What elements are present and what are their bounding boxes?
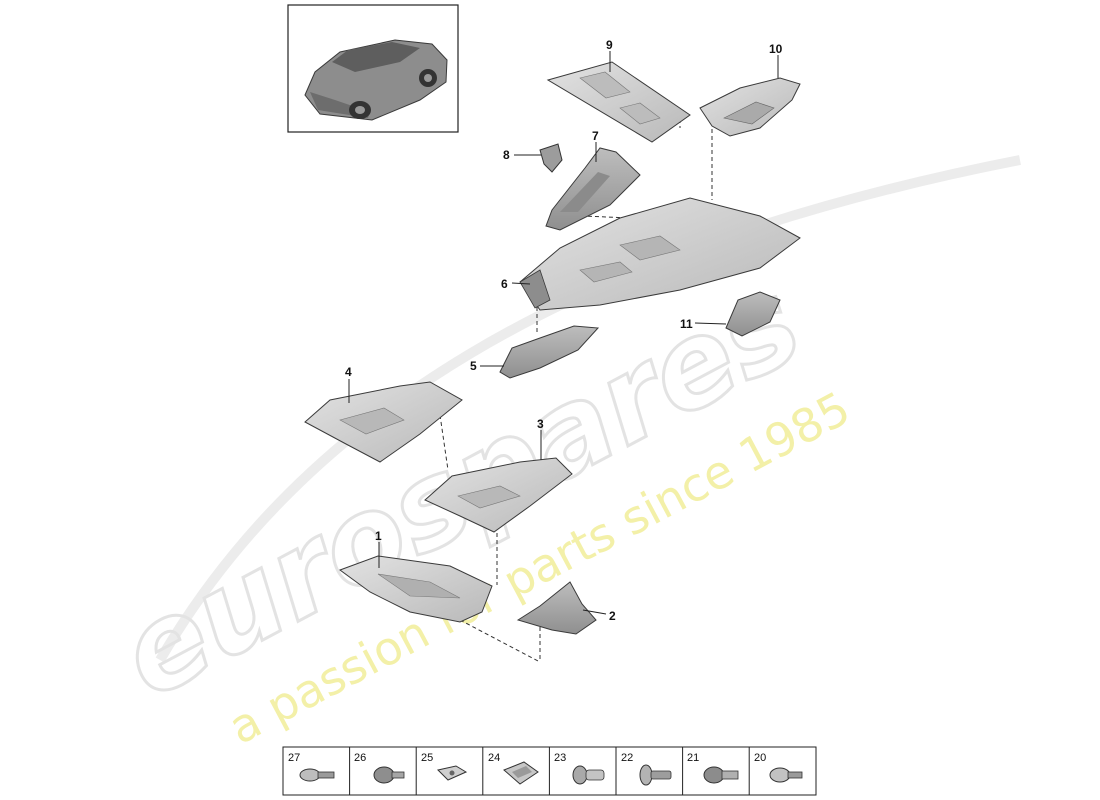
part-3-front-underbody-panel[interactable] — [424, 457, 573, 533]
fastener-25[interactable]: 25 — [421, 752, 468, 781]
fastener-strip: 27 26 25 24 — [282, 746, 817, 796]
vehicle-preview[interactable] — [287, 4, 459, 133]
fastener-26-label: 26 — [354, 752, 366, 764]
fastener-21-label: 21 — [687, 752, 699, 764]
part-5-center-panel[interactable] — [499, 325, 600, 379]
callout-9[interactable]: 9 — [606, 38, 613, 52]
callout-10[interactable]: 10 — [769, 42, 783, 56]
screw-icon — [299, 768, 335, 782]
callout-4[interactable]: 4 — [345, 365, 352, 379]
push-rivet-icon — [639, 764, 672, 786]
fastener-25-label: 25 — [421, 752, 433, 764]
part-4-engine-underbody-panel[interactable] — [304, 381, 463, 463]
part-11-side-cover[interactable] — [725, 291, 781, 337]
part-7-tunnel-trim[interactable] — [545, 147, 641, 231]
fastener-26[interactable]: 26 — [354, 752, 405, 784]
callout-3[interactable]: 3 — [537, 417, 544, 431]
fastener-24-label: 24 — [488, 752, 500, 764]
fastener-20-label: 20 — [754, 752, 766, 764]
callout-7[interactable]: 7 — [592, 129, 599, 143]
fastener-21[interactable]: 21 — [687, 752, 739, 784]
clip-nut-icon — [503, 761, 539, 785]
part-8-bracket[interactable] — [539, 143, 563, 173]
flange-bolt-icon — [703, 766, 739, 784]
fastener-20[interactable]: 20 — [754, 752, 803, 783]
part-10-side-underbody-panel[interactable] — [699, 77, 801, 137]
fastener-23-label: 23 — [554, 752, 566, 764]
fastener-23[interactable]: 23 — [554, 752, 605, 785]
watermark-swoosh — [155, 155, 1021, 663]
fastener-27-label: 27 — [288, 752, 300, 764]
part-9-rear-underbody-panel[interactable] — [546, 61, 691, 143]
bolt-icon — [373, 766, 405, 784]
part-1-underbody-panel[interactable] — [338, 555, 493, 623]
callout-5[interactable]: 5 — [470, 359, 477, 373]
part-2-bracket-panel[interactable] — [516, 581, 597, 635]
fastener-22[interactable]: 22 — [621, 752, 672, 786]
expansion-rivet-icon — [572, 765, 605, 785]
part-6-main-underbody-panel[interactable] — [519, 197, 801, 311]
washer-screw-icon — [769, 767, 803, 783]
callout-1[interactable]: 1 — [375, 529, 382, 543]
callout-2[interactable]: 2 — [609, 609, 616, 623]
callout-8[interactable]: 8 — [503, 148, 510, 162]
callout-6[interactable]: 6 — [501, 277, 508, 291]
fastener-24[interactable]: 24 — [488, 752, 539, 785]
callout-leaders — [348, 51, 779, 615]
callout-11[interactable]: 11 — [680, 317, 693, 331]
fastener-27[interactable]: 27 — [288, 752, 335, 782]
callouts: 1 2 3 4 5 6 7 8 9 10 11 — [345, 38, 783, 623]
car-icon — [304, 39, 448, 121]
fastener-22-label: 22 — [621, 752, 633, 764]
speed-nut-icon — [437, 765, 468, 781]
